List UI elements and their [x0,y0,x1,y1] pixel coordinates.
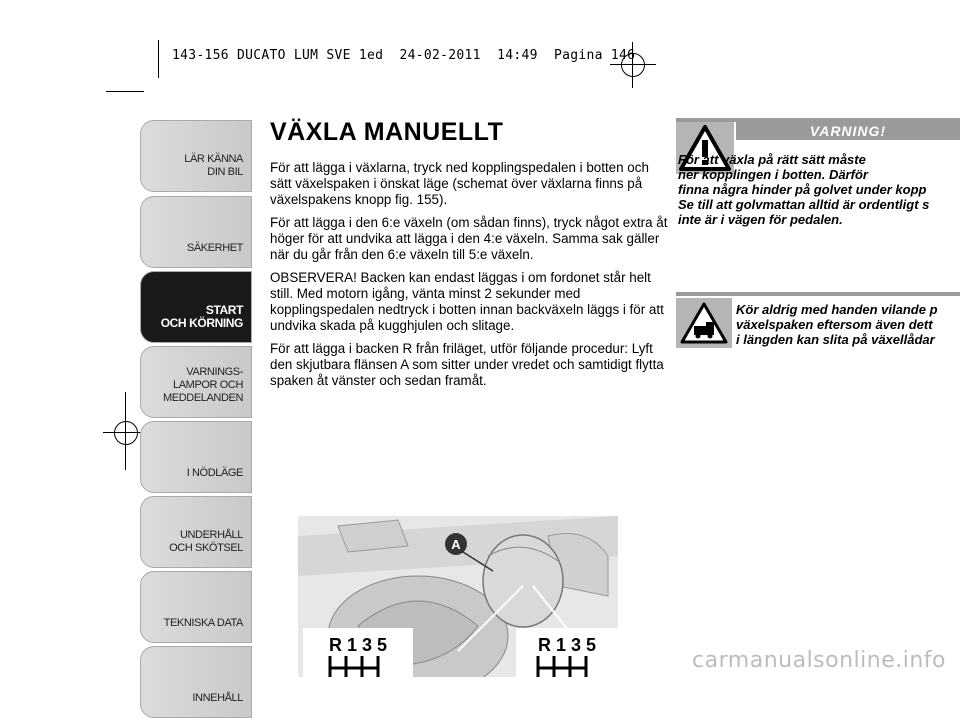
crop-mark [158,40,159,78]
paragraph: För att lägga i växlarna, tryck ned kopp… [270,160,649,207]
sidebar-tab-label: SÄKERHET [186,242,243,254]
crop-mark [103,432,149,433]
paragraph: För att lägga i den 6:e växeln (om sådan… [270,215,668,262]
watermark: carmanualsonline.info [692,648,946,673]
warning-triangle-icon [679,125,731,171]
warning-bar [676,118,960,122]
note-icon-box [676,298,732,348]
sidebar-tab-label: I NÖDLÄGE [186,467,244,479]
registration-mark [114,421,138,445]
sidebar-tab-label: START OCH KÖRNING [160,303,244,330]
page-title: VÄXLA MANUELLT [270,118,504,146]
gear-pattern-right: R 1 3 5 [538,635,596,655]
body-text: För att lägga i växlarna, tryck ned kopp… [270,160,670,396]
warning-icon-box [676,122,734,174]
paragraph: För att lägga i backen R från friläget, … [270,341,664,388]
crop-mark [610,64,656,65]
print-header: 143-156 DUCATO LUM SVE 1ed 24-02-2011 14… [172,48,636,63]
note-text: Kör aldrig med handen vilande p växelspa… [736,302,938,347]
crop-mark [125,392,126,470]
sidebar-tab-label: TEKNISKA DATA [163,617,244,629]
sidebar-tab-label: VARNINGS- LAMPOR OCH MEDDELANDEN [163,366,243,404]
sidebar-tab-label: LÄR KÄNNA DIN BIL [184,153,243,178]
registration-mark [621,53,645,77]
sidebar-tab[interactable]: INNEHÅLL [140,646,252,718]
gear-lever-illustration: A R 1 3 5 R 1 3 5 [298,516,618,677]
vehicle-warning-icon [680,302,728,344]
warning-text-overlay [736,152,960,182]
label-a: A [451,537,461,552]
note-bar [676,292,960,296]
gear-lever-figure: A R 1 3 5 R 1 3 5 [298,516,618,677]
sidebar-tab[interactable]: TEKNISKA DATA [140,571,252,643]
crop-mark [106,91,144,92]
sidebar-tab-label: INNEHÅLL [192,692,243,704]
warning-text: För att växla på rätt sätt måste ner kop… [678,152,930,227]
sidebar-tab[interactable]: SÄKERHET [140,196,252,268]
sidebar-tab[interactable]: LÄR KÄNNA DIN BIL [140,120,252,192]
sidebar-tab[interactable]: I NÖDLÄGE [140,421,252,493]
gear-pattern-left: R 1 3 5 [329,635,387,655]
warning-heading: VARNING! [736,122,960,140]
sidebar-tab[interactable]: UNDERHÅLL OCH SKÖTSEL [140,496,252,568]
sidebar-tab[interactable]: START OCH KÖRNING [140,271,252,343]
crop-mark [632,42,633,88]
sidebar-tab[interactable]: VARNINGS- LAMPOR OCH MEDDELANDEN [140,346,252,418]
paragraph: OBSERVERA! Backen kan endast läggas i om… [270,270,664,333]
sidebar-tab-label: UNDERHÅLL OCH SKÖTSEL [169,529,243,554]
